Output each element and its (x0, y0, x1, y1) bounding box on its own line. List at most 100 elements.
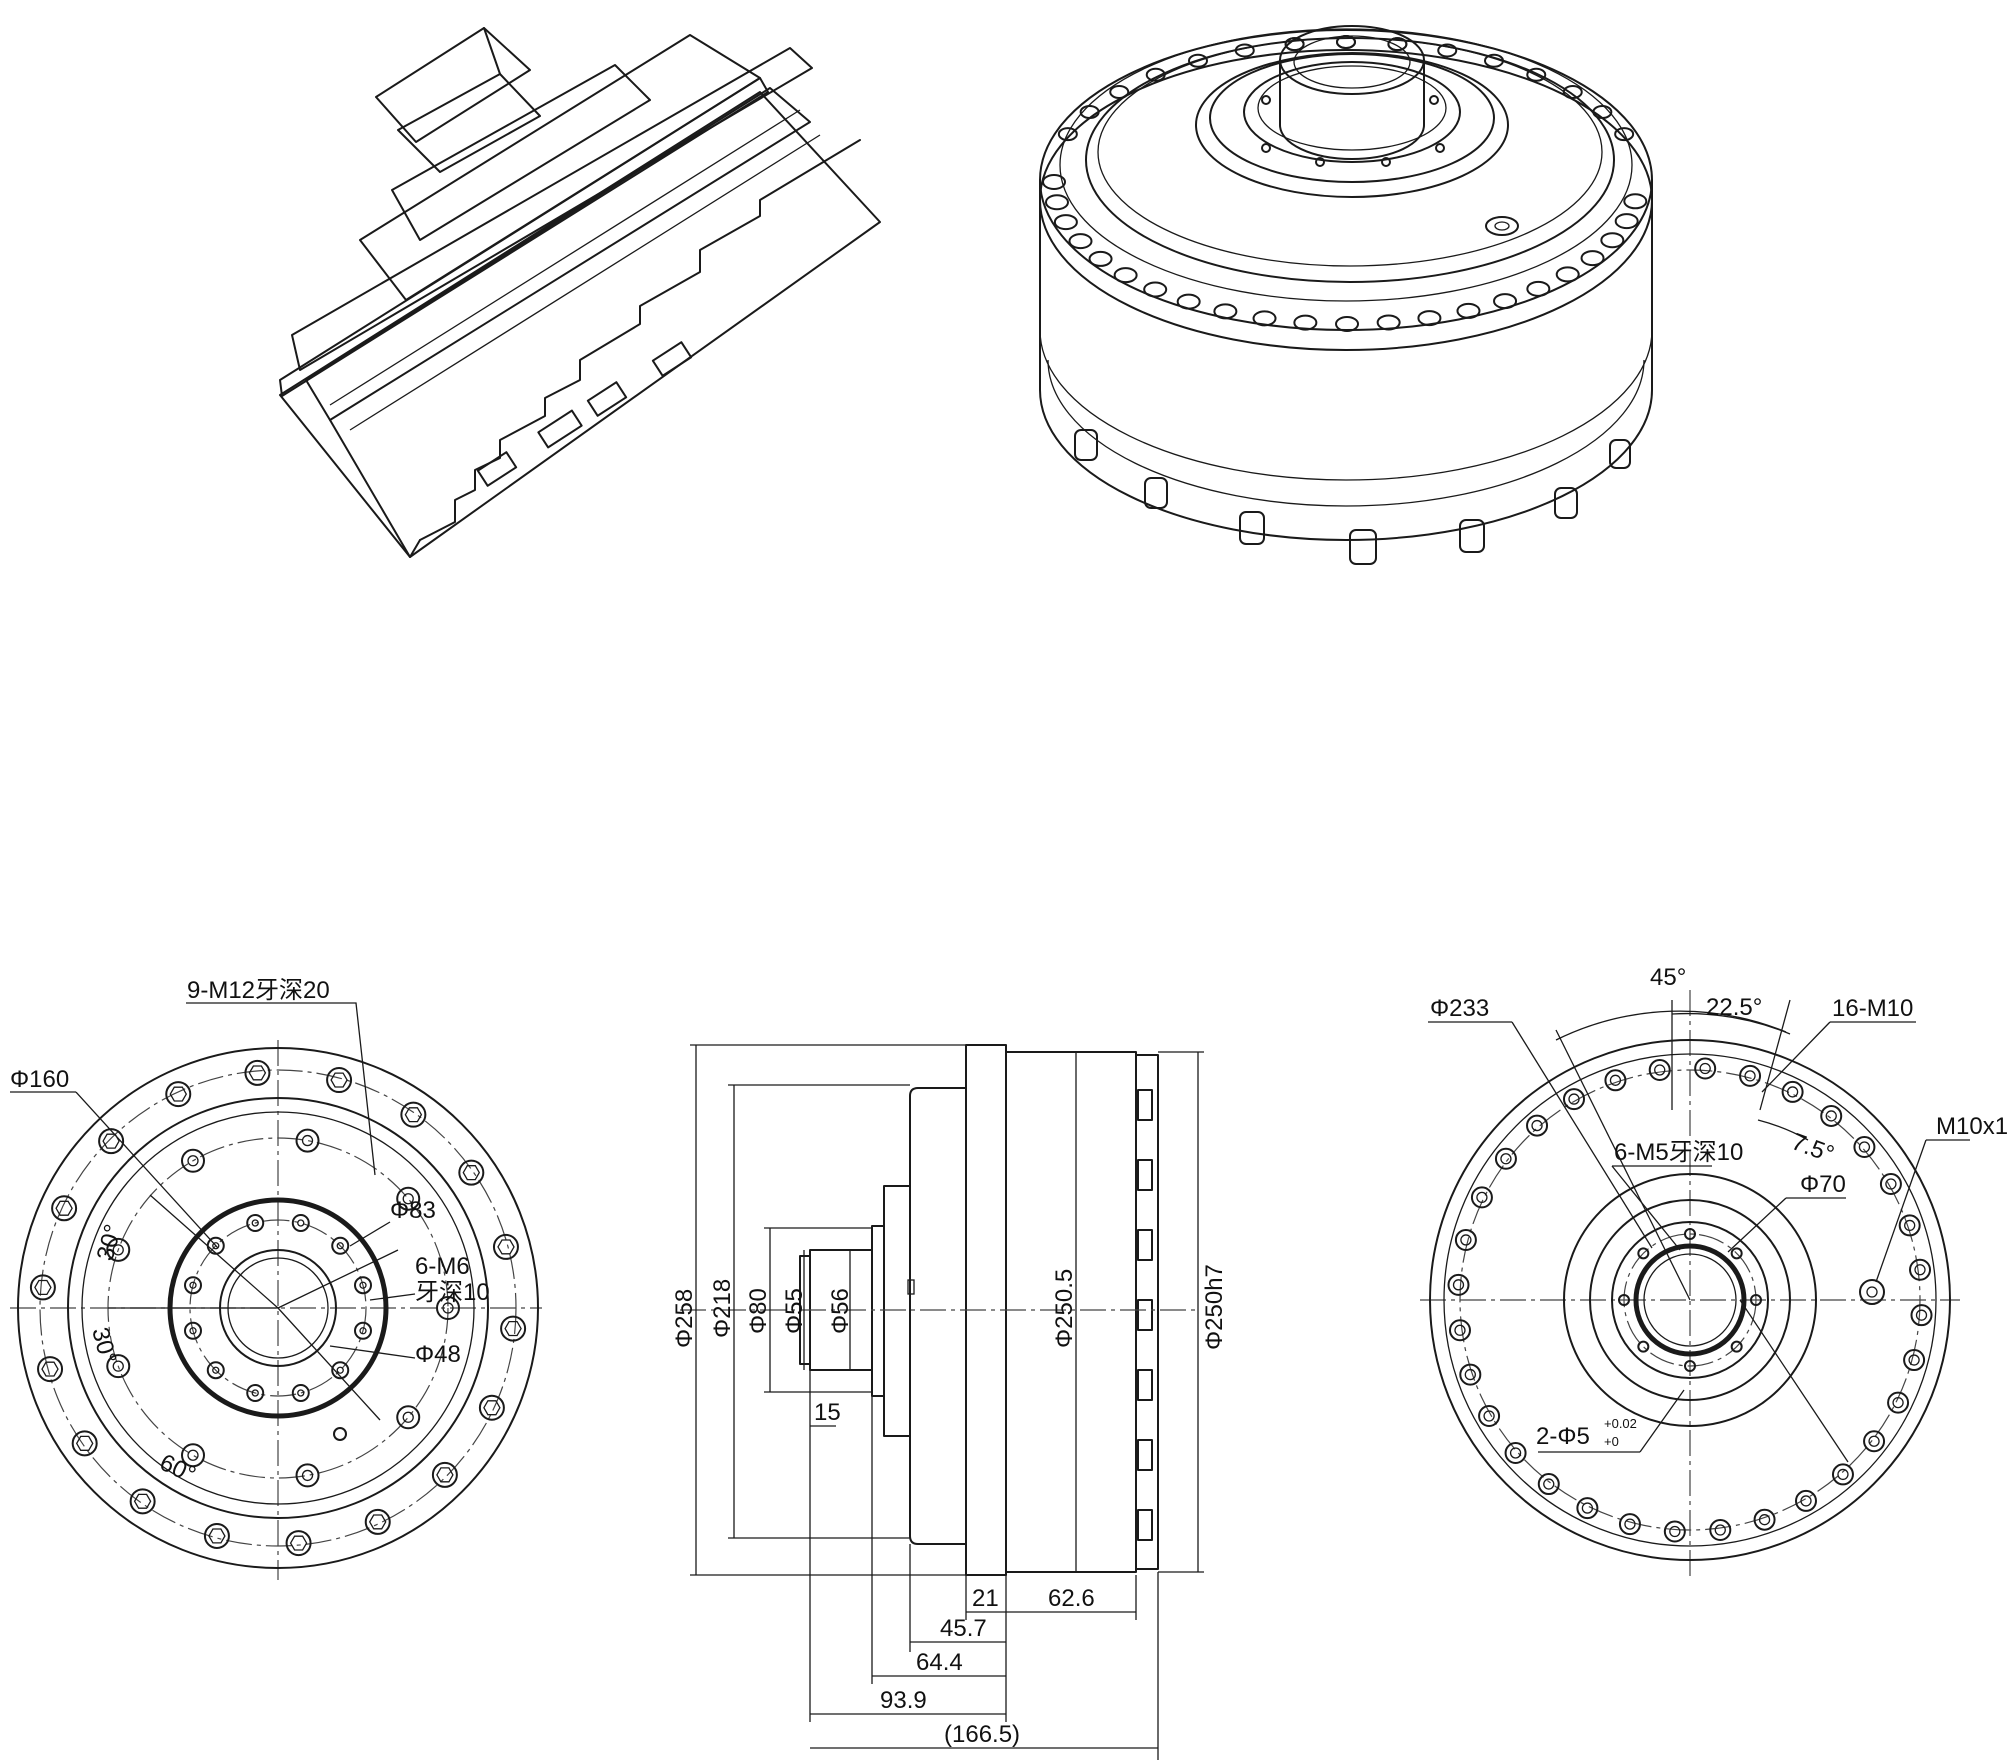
thread-hole-core (1654, 1064, 1666, 1076)
flange-hole (1555, 266, 1580, 283)
thread-hole-core (1758, 1514, 1771, 1526)
thread-hole-core (1669, 1525, 1681, 1538)
flange-hole (1417, 310, 1442, 327)
front-inner-depth-callout: 牙深10 (415, 1279, 490, 1306)
flange-hole (1068, 233, 1093, 250)
side-dia-flange: Φ218 (709, 1279, 736, 1338)
inner-hole-core (251, 1219, 259, 1227)
flange-hole (1293, 314, 1318, 331)
rear-angle-outer: 45° (1650, 964, 1686, 991)
bolt-head (478, 1394, 505, 1421)
bolt-head (458, 1159, 485, 1186)
flange-hole (1526, 280, 1551, 297)
flange-hole (1376, 314, 1401, 331)
thread-hole-core (1915, 1309, 1928, 1321)
thread-hole-core (1460, 1234, 1472, 1246)
bolt-hex (55, 1200, 73, 1216)
thread-hole (1795, 1489, 1817, 1512)
side-len-flange: 21 (972, 1585, 999, 1612)
bolt-head (29, 1274, 56, 1301)
front-pcd-dimension: Φ160 (10, 1066, 69, 1093)
thread-hole-core (112, 1360, 124, 1372)
bolt-head (165, 1081, 192, 1108)
flange-hole (1079, 105, 1100, 119)
thread-hole-core (1714, 1524, 1726, 1536)
thread-hole-core (1908, 1354, 1920, 1366)
thread-hole-core (402, 1411, 414, 1423)
inner-hole (206, 1361, 225, 1380)
body-steps (1137, 1089, 1153, 1541)
thread-hole (1576, 1497, 1599, 1520)
outer-bolt-ring (29, 1059, 527, 1557)
thread-hole (181, 1148, 205, 1173)
thread-hole (396, 1186, 421, 1211)
inner-hole-core (251, 1389, 259, 1397)
thread-hole-core (1464, 1368, 1476, 1381)
rear-inner-threads-callout: 6-M5牙深10 (1614, 1139, 1743, 1166)
thread-hole (1753, 1508, 1776, 1531)
mid-thread-holes (106, 1128, 460, 1488)
thread-hole-core (1581, 1502, 1594, 1514)
thread-hole-core (1885, 1178, 1897, 1190)
thread-hole (106, 1237, 131, 1262)
thread-hole-core (1800, 1495, 1812, 1507)
bolt-head (500, 1315, 527, 1342)
thread-hole-core (112, 1244, 124, 1256)
flange-hole (1614, 213, 1639, 230)
bolt-head (129, 1488, 156, 1515)
flange-hole (1387, 37, 1408, 52)
thread-hole-core (301, 1469, 314, 1482)
thread-hole-core (1786, 1086, 1799, 1098)
flange-hole (1088, 250, 1113, 267)
rear-tolerance-lower: +0 (1604, 1434, 1619, 1449)
bolt-hex (34, 1279, 52, 1296)
flange-hole (1335, 315, 1360, 332)
flange-hole (1456, 302, 1481, 319)
flange-hole (1042, 174, 1066, 190)
bolt-head (431, 1461, 458, 1488)
flange-hole (1057, 127, 1078, 142)
thread-hole (1898, 1214, 1921, 1237)
thread-hole-core (1624, 1518, 1636, 1530)
flange-hole (1623, 193, 1648, 210)
side-view: Φ258 Φ218 Φ80 Φ55 Φ56 Φ250.5 Φ250h7 15 2… (671, 1044, 1228, 1760)
front-inner-threads-callout: 6-M6 (415, 1253, 470, 1280)
side-dia-shaft-a: Φ55 (781, 1288, 808, 1334)
bolt-hex (248, 1065, 267, 1081)
thread-hole (1694, 1057, 1717, 1080)
thread-hole-core (1858, 1141, 1871, 1153)
flange-hole (1213, 303, 1238, 320)
thread-hole-core (1500, 1153, 1512, 1165)
side-dia-fit: Φ250h7 (1201, 1264, 1228, 1350)
flange-hole (1437, 43, 1458, 58)
thread-hole (1537, 1473, 1560, 1496)
bolt-head (98, 1128, 125, 1155)
front-angle-mid: 30° (86, 1325, 121, 1367)
thread-hole (1618, 1513, 1641, 1536)
inner-hole (354, 1276, 373, 1295)
thread-hole-core (1609, 1074, 1622, 1086)
thread-hole-core (1531, 1119, 1543, 1132)
bolt-head (364, 1508, 391, 1535)
thread-hole-core (1744, 1070, 1756, 1082)
side-len-shaft: 15 (814, 1399, 841, 1426)
flange-hole (1526, 67, 1547, 82)
flange-hole (1109, 85, 1130, 100)
inner-hole (1730, 1247, 1743, 1260)
rear-pins-callout: 2-Φ5 (1536, 1423, 1590, 1450)
bolt-hex (75, 1435, 94, 1451)
thread-hole (1820, 1104, 1843, 1127)
bolt-head (285, 1530, 312, 1557)
thread-hole (1853, 1136, 1876, 1159)
thread-hole (1887, 1391, 1910, 1414)
side-dia-overall: Φ258 (671, 1289, 698, 1348)
thread-hole-core (1509, 1447, 1522, 1459)
inner-hole (331, 1361, 350, 1380)
thread-hole (1470, 1186, 1493, 1209)
rear-tolerance-upper: +0.02 (1604, 1416, 1637, 1431)
thread-hole-core (1837, 1468, 1849, 1481)
bolt-hex (133, 1493, 152, 1509)
rear-threads-callout: 16-M10 (1832, 995, 1913, 1022)
thread-hole-core (402, 1193, 414, 1205)
